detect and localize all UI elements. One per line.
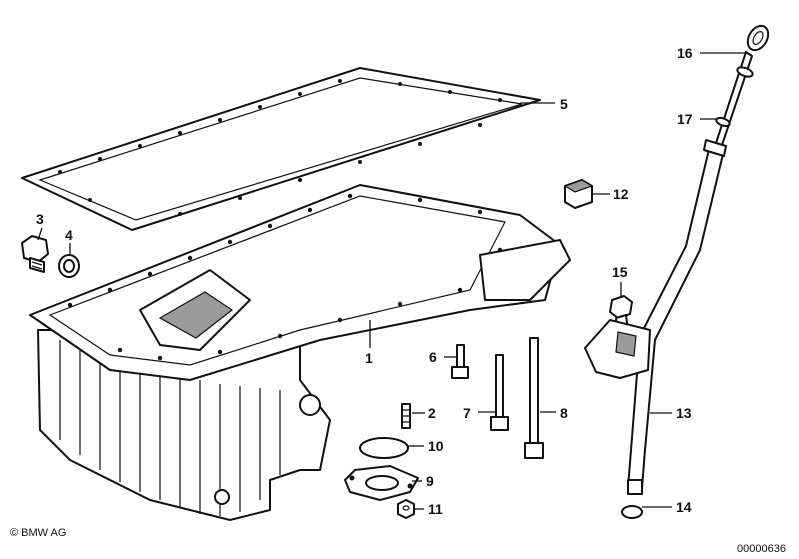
callout-10: 10 [428,438,444,454]
callout-2: 2 [428,405,436,421]
oil-pan [29,184,571,521]
tube-seal-ring [621,505,643,519]
callout-11: 11 [428,501,443,517]
callout-5: 5 [560,96,568,112]
tube-mounting-bracket [584,319,651,379]
leader-lines [37,52,748,510]
callout-3: 3 [36,211,44,227]
callout-6: 6 [429,349,437,365]
drain-plug-seal-ring [58,254,80,278]
drain-plug [21,235,49,273]
hex-bolt-short [451,344,469,379]
bracket-bolt [609,295,633,334]
hex-bolt-long [524,337,544,459]
callout-15: 15 [612,264,628,280]
cover-plate [344,465,419,501]
o-ring [359,437,409,459]
hex-bolt-medium [490,354,509,431]
oil-pan-gasket [21,67,541,231]
callout-9: 9 [426,473,434,489]
hex-nut [397,499,415,519]
callout-12: 12 [613,186,629,202]
callout-7: 7 [463,405,471,421]
cap-plug [563,179,594,209]
diagram-number: 00000636 [737,543,786,555]
dipstick-guide-tube [627,139,727,495]
stud-bolt [401,403,411,429]
copyright-label: © BMW AG [10,527,66,539]
callout-13: 13 [676,405,692,421]
dipstick-o-ring [715,116,731,128]
callout-17: 17 [677,111,693,127]
callout-8: 8 [560,405,568,421]
callout-4: 4 [65,227,73,243]
callout-1: 1 [365,350,373,366]
callout-14: 14 [676,499,692,515]
callout-16: 16 [677,45,693,61]
